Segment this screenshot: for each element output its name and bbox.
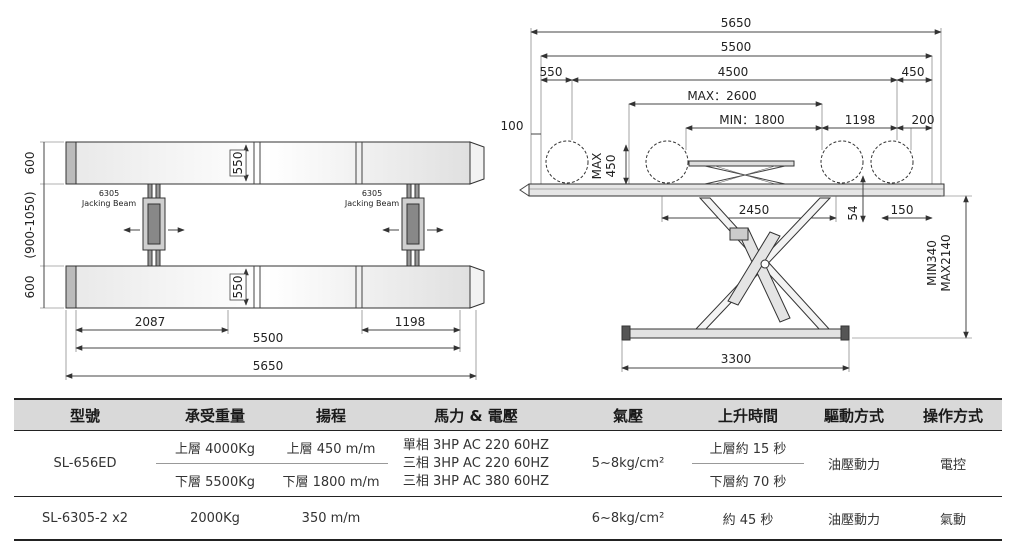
jack-top-plate [688, 160, 795, 167]
beam-label-right-code: 6305 [362, 189, 382, 198]
dim-max-2600: MAX：2600 [687, 89, 756, 103]
top-platform-upper [65, 141, 485, 185]
dim-5650-side: 5650 [721, 16, 752, 30]
header-drive: 驅動方式 [804, 398, 904, 431]
dim-1198-side: 1198 [845, 113, 876, 127]
row2-model: SL-6305-2 x2 [14, 496, 156, 541]
row2-operation: 氣動 [904, 496, 1002, 541]
row2-lift: 350 m/m [274, 496, 388, 541]
row1-lift-upper: 上層 450 m/m [286, 441, 376, 457]
jacking-beam-left [123, 183, 185, 267]
jacking-beam-right [382, 183, 444, 267]
header-rise-time: 上升時間 [692, 398, 804, 431]
row2-pressure: 6~8kg/cm² [564, 496, 692, 541]
wheel-2 [645, 140, 689, 184]
dim-100-side: 100 [501, 119, 524, 133]
row1-pressure: 5~8kg/cm² [591, 456, 665, 471]
row1-power: 單相 3HP AC 220 60HZ 三相 3HP AC 220 60HZ 三相… [388, 431, 564, 497]
row1-rise-lower: 下層約 70 秒 [692, 463, 804, 497]
top-platform-lower [65, 265, 485, 309]
dim-150-side: 150 [891, 203, 914, 217]
wheel-1 [545, 140, 589, 184]
base-frame [621, 328, 850, 339]
power-line-2: 三相 3HP AC 220 60HZ [402, 455, 550, 471]
dim-max450-label: MAX [590, 153, 604, 180]
power-line-1: 單相 3HP AC 220 60HZ [402, 437, 550, 453]
dim-5500-side: 5500 [721, 40, 752, 54]
spec-table: 型號 承受重量 揚程 馬力 & 電壓 氣壓 上升時間 驅動方式 操作方式 SL-… [14, 398, 1002, 541]
row1-rise-upper: 上層約 15 秒 [709, 441, 787, 457]
row1-operation: 電控 [939, 458, 966, 473]
dim-platform-width-top: 600 [23, 152, 37, 175]
beam-label-right-name: Jacking Beam [344, 199, 400, 208]
row2-rise: 約 45 秒 [692, 496, 804, 541]
row2-load: 2000Kg [156, 496, 274, 541]
dim-gap: (900-1050) [23, 191, 37, 258]
header-load: 承受重量 [156, 398, 274, 431]
dim-550-side: 550 [540, 65, 563, 79]
beam-label-left-code: 6305 [99, 189, 119, 198]
dim-2450-side: 2450 [739, 203, 770, 217]
runway [528, 183, 945, 197]
header-power: 馬力 & 電壓 [388, 398, 564, 431]
dim-4500-side: 4500 [718, 65, 749, 79]
scissor-mechanism [693, 197, 832, 331]
lift-drawing: 6305 Jacking Beam 6305 Jacking Beam 600 … [23, 16, 972, 380]
header-model: 型號 [14, 398, 156, 431]
dim-54-side: 54 [846, 205, 860, 220]
dim-platform-width-bottom: 600 [23, 276, 37, 299]
wheel-4 [870, 140, 914, 184]
dim-450-side: 450 [902, 65, 925, 79]
beam-label-left-name: Jacking Beam [81, 199, 137, 208]
row1-load-lower: 下層 5500Kg [156, 463, 274, 497]
table-row: SL-6305-2 x2 2000Kg 350 m/m 6~8kg/cm² 約 … [14, 496, 1002, 541]
side-view: 5650 5500 550 4500 450 MAX：2600 MIN：1800… [501, 16, 972, 372]
wheel-3 [820, 140, 864, 184]
power-line-3: 三相 3HP AC 380 60HZ [402, 473, 550, 489]
dim-1198-top-view: 1198 [395, 315, 426, 329]
dim-5500-top-view: 5500 [253, 331, 284, 345]
row2-drive: 油壓動力 [804, 496, 904, 541]
top-view: 6305 Jacking Beam 6305 Jacking Beam 600 … [23, 141, 485, 380]
dim-5650-top-view: 5650 [253, 359, 284, 373]
table-row: SL-656ED 上層 4000Kg 上層 450 m/m 單相 3HP AC … [14, 431, 1002, 489]
dim-max450-value: 450 [604, 155, 618, 178]
dim-200-side: 200 [912, 113, 935, 127]
dim-inner-top: 550 [231, 152, 245, 175]
header-lift: 揚程 [274, 398, 388, 431]
dim-height-max: MAX2140 [939, 234, 953, 291]
table-row: 下層 5500Kg 下層 1800 m/m 下層約 70 秒 [14, 463, 1002, 497]
dim-inner-bottom: 550 [231, 276, 245, 299]
table-header-row: 型號 承受重量 揚程 馬力 & 電壓 氣壓 上升時間 驅動方式 操作方式 [14, 398, 1002, 431]
row2-power [388, 496, 564, 541]
dim-2087: 2087 [135, 315, 166, 329]
row1-load-upper: 上層 4000Kg [175, 441, 255, 457]
header-pressure: 氣壓 [564, 398, 692, 431]
dim-min-1800: MIN：1800 [719, 113, 784, 127]
row1-drive: 油壓動力 [827, 458, 880, 473]
row1-lift-lower: 下層 1800 m/m [274, 463, 388, 497]
header-operation: 操作方式 [904, 398, 1002, 431]
dim-3300-side: 3300 [721, 352, 752, 366]
dim-height-min: MIN340 [925, 240, 939, 286]
row1-model: SL-656ED [53, 456, 117, 471]
